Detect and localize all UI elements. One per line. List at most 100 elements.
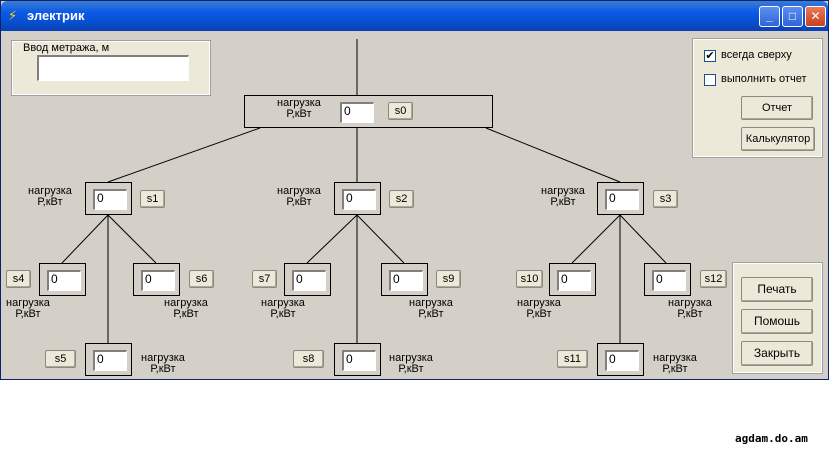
window-title: электрик: [27, 8, 85, 23]
node-s0-button[interactable]: s0: [388, 102, 413, 120]
load-label-line1: нагрузка: [409, 297, 453, 309]
node-s6-input[interactable]: 0: [141, 270, 175, 291]
always-on-top-checkbox[interactable]: ✔: [704, 50, 716, 62]
length-input[interactable]: [37, 55, 189, 81]
node-s11-input[interactable]: 0: [605, 350, 639, 371]
load-label-line2: Р,кВт: [270, 308, 296, 320]
node-s6-frame: 0: [133, 263, 180, 296]
close-icon: ✕: [810, 9, 821, 23]
node-s0-input[interactable]: 0: [340, 102, 374, 123]
load-label-line1: нагрузка: [6, 297, 50, 309]
maximize-button[interactable]: □: [782, 6, 803, 27]
link-s1-s6: [107, 214, 157, 264]
node-s4-frame: 0: [39, 263, 86, 296]
node-s9-button[interactable]: s9: [436, 270, 461, 288]
link-s3-s10: [571, 214, 621, 264]
node-s5-button[interactable]: s5: [45, 350, 76, 368]
node-s11-button[interactable]: s11: [557, 350, 588, 368]
minimize-icon: _: [766, 9, 773, 23]
node-s2-button[interactable]: s2: [389, 190, 414, 208]
load-label-line1: нагрузка: [141, 352, 185, 364]
load-label-line2: Р,кВт: [526, 308, 552, 320]
load-label-line2: Р,кВт: [37, 196, 63, 208]
node-s11-frame: 0: [597, 343, 644, 376]
load-label-line1: нагрузка: [277, 185, 321, 197]
lightning-icon: ⚡: [8, 8, 18, 23]
link-s3-s12: [619, 214, 667, 264]
load-label-line1: нагрузка: [28, 185, 72, 197]
watermark: agdam.do.am: [735, 432, 808, 445]
length-input-group: Ввод метража, м: [11, 40, 211, 96]
load-label-line2: Р,кВт: [286, 196, 312, 208]
load-label-line1: нагрузка: [668, 297, 712, 309]
run-report-label[interactable]: выполнить отчет: [721, 73, 807, 85]
tree-lines: [61, 39, 667, 343]
load-label-line2: Р,кВт: [677, 308, 703, 320]
load-label-line1: нагрузка: [277, 97, 321, 109]
node-s3-input[interactable]: 0: [605, 189, 639, 210]
node-s5-input[interactable]: 0: [93, 350, 127, 371]
print-button[interactable]: Печать: [741, 277, 813, 302]
link-s2-s9: [356, 214, 405, 264]
actions-group: Печать Помошь Закрыть: [732, 262, 823, 374]
load-label-line2: Р,кВт: [286, 108, 312, 120]
load-label-line2: Р,кВт: [418, 308, 444, 320]
calculator-button[interactable]: Калькулятор: [741, 127, 815, 151]
load-label-line1: нагрузка: [517, 297, 561, 309]
node-s2-input[interactable]: 0: [342, 189, 376, 210]
close-window-button[interactable]: ✕: [805, 6, 826, 27]
node-s5-frame: 0: [85, 343, 132, 376]
load-label-line2: Р,кВт: [550, 196, 576, 208]
link-s0-s1: [107, 127, 261, 183]
close-button[interactable]: Закрыть: [741, 341, 813, 366]
node-s10-button[interactable]: s10: [516, 270, 543, 288]
load-label-line2: Р,кВт: [662, 363, 688, 375]
node-s8-button[interactable]: s8: [293, 350, 324, 368]
options-group: ✔ всегда сверху выполнить отчет Отчет Ка…: [692, 38, 823, 158]
node-s10-frame: 0: [549, 263, 596, 296]
node-s2-frame: 0: [334, 182, 381, 215]
run-report-checkbox[interactable]: [704, 74, 716, 86]
node-s3-button[interactable]: s3: [653, 190, 678, 208]
link-s0-s3: [485, 127, 621, 183]
help-button[interactable]: Помошь: [741, 309, 813, 334]
node-s4-button[interactable]: s4: [6, 270, 31, 288]
node-s9-input[interactable]: 0: [389, 270, 423, 291]
load-label-line2: Р,кВт: [150, 363, 176, 375]
node-s12-input[interactable]: 0: [652, 270, 686, 291]
node-s4-input[interactable]: 0: [47, 270, 81, 291]
report-button[interactable]: Отчет: [741, 96, 813, 120]
load-label-line1: нагрузка: [164, 297, 208, 309]
title-bar[interactable]: ⚡ электрик _ □ ✕: [1, 1, 828, 31]
maximize-icon: □: [788, 9, 797, 23]
link-s2-s7: [306, 214, 358, 264]
node-s7-input[interactable]: 0: [292, 270, 326, 291]
checkmark-icon: ✔: [705, 50, 715, 62]
always-on-top-label[interactable]: всегда сверху: [721, 49, 792, 61]
node-s1-button[interactable]: s1: [140, 190, 165, 208]
minimize-button[interactable]: _: [759, 6, 780, 27]
load-label-line1: нагрузка: [389, 352, 433, 364]
node-s6-button[interactable]: s6: [189, 270, 214, 288]
node-s8-frame: 0: [334, 343, 381, 376]
node-s12-button[interactable]: s12: [700, 270, 727, 288]
node-s10-input[interactable]: 0: [557, 270, 591, 291]
load-label-line1: нагрузка: [653, 352, 697, 364]
node-s12-frame: 0: [644, 263, 691, 296]
node-s1-input[interactable]: 0: [93, 189, 127, 210]
node-s7-button[interactable]: s7: [252, 270, 277, 288]
node-s8-input[interactable]: 0: [342, 350, 376, 371]
